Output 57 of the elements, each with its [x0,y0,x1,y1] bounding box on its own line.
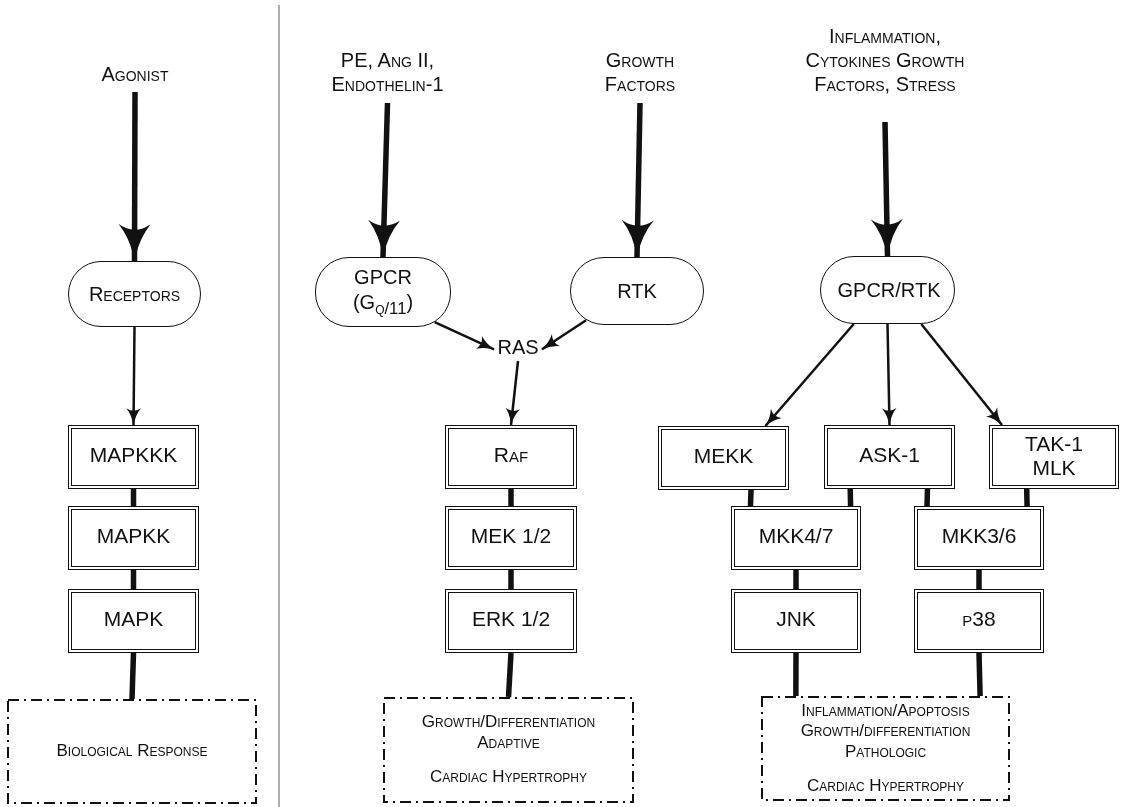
stimulus-label: Growth Factors [580,48,700,103]
connector-bar [747,489,754,507]
connector-bar [976,570,982,589]
connector-bar [505,652,514,698]
node-label: MKK4/7 [758,524,834,549]
response-box [383,697,634,803]
kinase-box [914,506,1044,570]
connector-bar [130,489,137,506]
response-text: Biological Response [56,741,208,762]
connector-bar [847,488,854,507]
node-label: MKK3/6 [941,524,1017,549]
node-label: ASK-1 [859,443,920,468]
connector-bar [976,652,983,697]
kinase-box [989,425,1119,489]
response-text: Cardiac Hypertrophy [806,775,965,797]
kinase-box [914,589,1044,653]
connector-bar [1023,488,1030,507]
node-label: MEK 1/2 [470,524,552,549]
stimulus-label: Agonist [60,62,210,92]
node-label: p38 [962,607,996,632]
kinase-box [68,506,199,570]
response-text: Cardiac Hypertrophy [429,767,588,788]
node-label: RTK [617,278,657,304]
kinase-box [445,506,577,570]
connector-bar [508,570,514,589]
kinase-box [731,506,861,570]
response-box [761,696,1010,801]
connector-bar [924,488,931,507]
kinase-box [658,426,789,490]
connector-bar [129,652,137,700]
node-label: MAPKK [96,524,171,549]
node-label: ERK 1/2 [471,607,551,632]
response-box [7,699,257,804]
node-label: GPCR (G$_{q/11}$) [351,264,415,320]
node-label: Receptors [88,281,181,307]
stimulus-label: PE, Ang II, Endothelin-1 [300,48,475,103]
connector-bar [793,570,799,589]
kinase-box [445,589,577,653]
stimulus-label: Inflammation, Cytokines Growth Factors, Stress [785,24,985,122]
kinase-box [445,425,577,489]
node-label: MAPKKK [89,443,178,468]
node-label: JNK [776,607,816,632]
node-label: MAPK [103,607,164,632]
kinase-box [824,425,955,489]
stimulus-label: RAS [494,335,542,361]
kinase-box [731,589,861,653]
connector-bar [793,653,799,696]
node-label: MEKK [693,444,754,469]
node-label: Raf [493,443,529,468]
kinase-box [68,425,199,489]
connector-bar [508,489,514,506]
connector-bar [130,570,137,589]
response-text: Inflammation/Apoptosis Growth/differentiation Pathologic [799,700,972,762]
kinase-box [68,589,199,653]
node-label: TAK-1 MLK [1024,432,1084,481]
node-label: GPCR/RTK [837,277,938,303]
response-text: Growth/Differentiation Adaptive [420,712,597,754]
